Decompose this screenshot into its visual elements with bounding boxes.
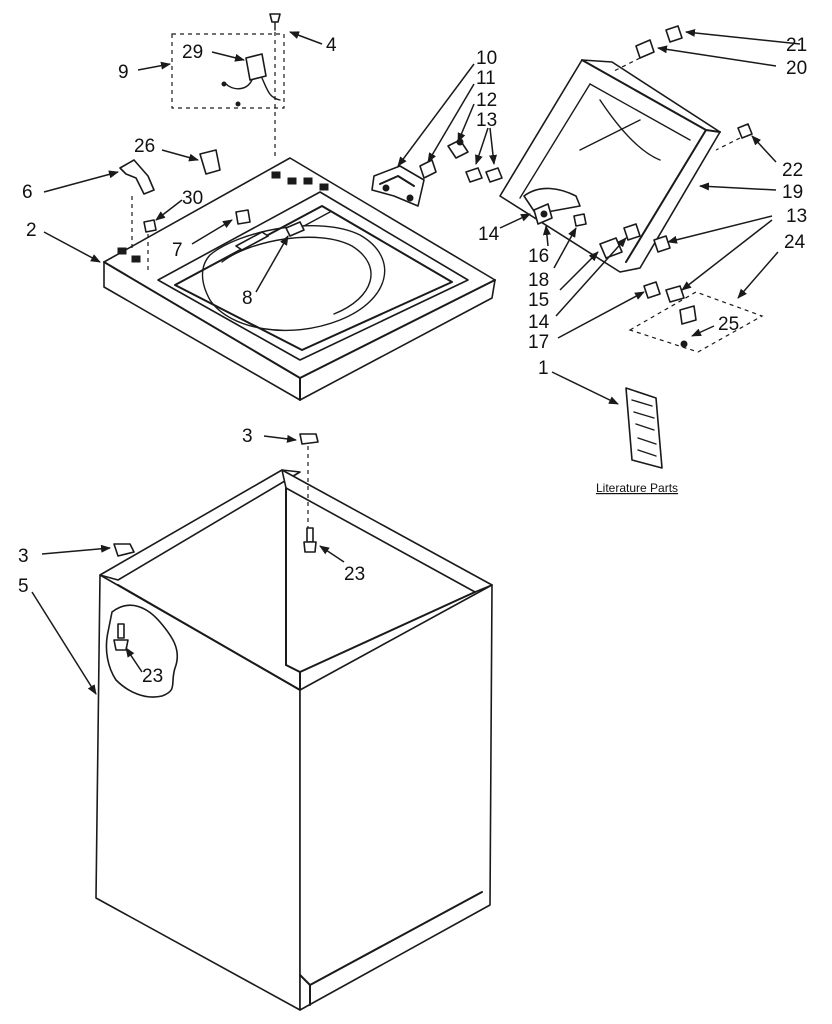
callout-19: 19 [782, 182, 803, 203]
part-25-spring [679, 305, 697, 348]
callout-13-upper: 13 [476, 110, 497, 131]
callout-17: 17 [528, 332, 549, 353]
callout-7: 7 [172, 240, 183, 261]
callout-labels: 4 9 29 26 6 30 2 7 8 10 11 12 13 14 16 1… [18, 35, 807, 687]
callout-4: 4 [326, 35, 337, 56]
top-panel [103, 157, 496, 401]
callout-3-back: 3 [242, 426, 253, 447]
part-18-bushing [573, 213, 587, 227]
callout-13-lower: 13 [786, 206, 807, 227]
cabinet [95, 433, 493, 1011]
callout-8: 8 [242, 288, 253, 309]
callout-14-lower: 14 [528, 312, 550, 333]
part-11-actuator [419, 159, 437, 179]
callout-30: 30 [182, 188, 203, 209]
callout-11: 11 [476, 68, 496, 89]
part-10-bracket [371, 165, 425, 207]
callout-26: 26 [134, 136, 155, 157]
callout-20: 20 [786, 58, 807, 79]
part-24-kit [628, 291, 764, 353]
part-17-bumper [643, 281, 661, 299]
part-4-screw [269, 13, 281, 160]
part-13-screws-upper [465, 167, 503, 183]
callout-12: 12 [476, 90, 497, 111]
callout-6: 6 [22, 182, 33, 203]
callout-23-front: 23 [142, 666, 163, 687]
callout-18: 18 [528, 270, 549, 291]
part-29-lid-switch [245, 53, 267, 81]
clip-3-back [299, 433, 319, 530]
part-22-screw [715, 123, 753, 151]
part-9-switch-assembly [171, 33, 285, 109]
callout-10: 10 [476, 48, 497, 69]
callout-2: 2 [26, 220, 37, 241]
callout-29: 29 [182, 42, 203, 63]
callout-22: 22 [782, 160, 803, 181]
literature-parts [625, 387, 663, 469]
callout-25: 25 [718, 314, 739, 335]
callout-arrows [31, 28, 801, 695]
part-21-bumper [665, 25, 683, 43]
callout-24: 24 [784, 232, 806, 253]
callout-3-front: 3 [18, 546, 29, 567]
callout-21: 21 [786, 35, 807, 56]
part-26-clamp [199, 149, 221, 175]
callout-9: 9 [118, 62, 129, 83]
part-6-hinge-bracket [119, 159, 155, 250]
part-13-screws-lower [653, 235, 685, 303]
part-15-hinge [599, 237, 623, 259]
callout-15: 15 [528, 290, 549, 311]
callout-23-back: 23 [344, 564, 365, 585]
part-7-clip [235, 209, 251, 225]
part-20-screw [611, 39, 655, 73]
part-14-hinge-lower [623, 223, 641, 241]
part-30-clip [143, 219, 157, 272]
screw-23-back [303, 527, 317, 553]
clip-3-front [113, 543, 135, 557]
callout-16: 16 [528, 246, 549, 267]
callout-1: 1 [538, 358, 549, 379]
part-8-screw [285, 211, 331, 237]
callout-5: 5 [18, 576, 29, 597]
literature-parts-label: Literature Parts [596, 481, 678, 495]
callout-14-upper: 14 [478, 224, 500, 245]
part-16-hinge-pin [533, 203, 553, 225]
